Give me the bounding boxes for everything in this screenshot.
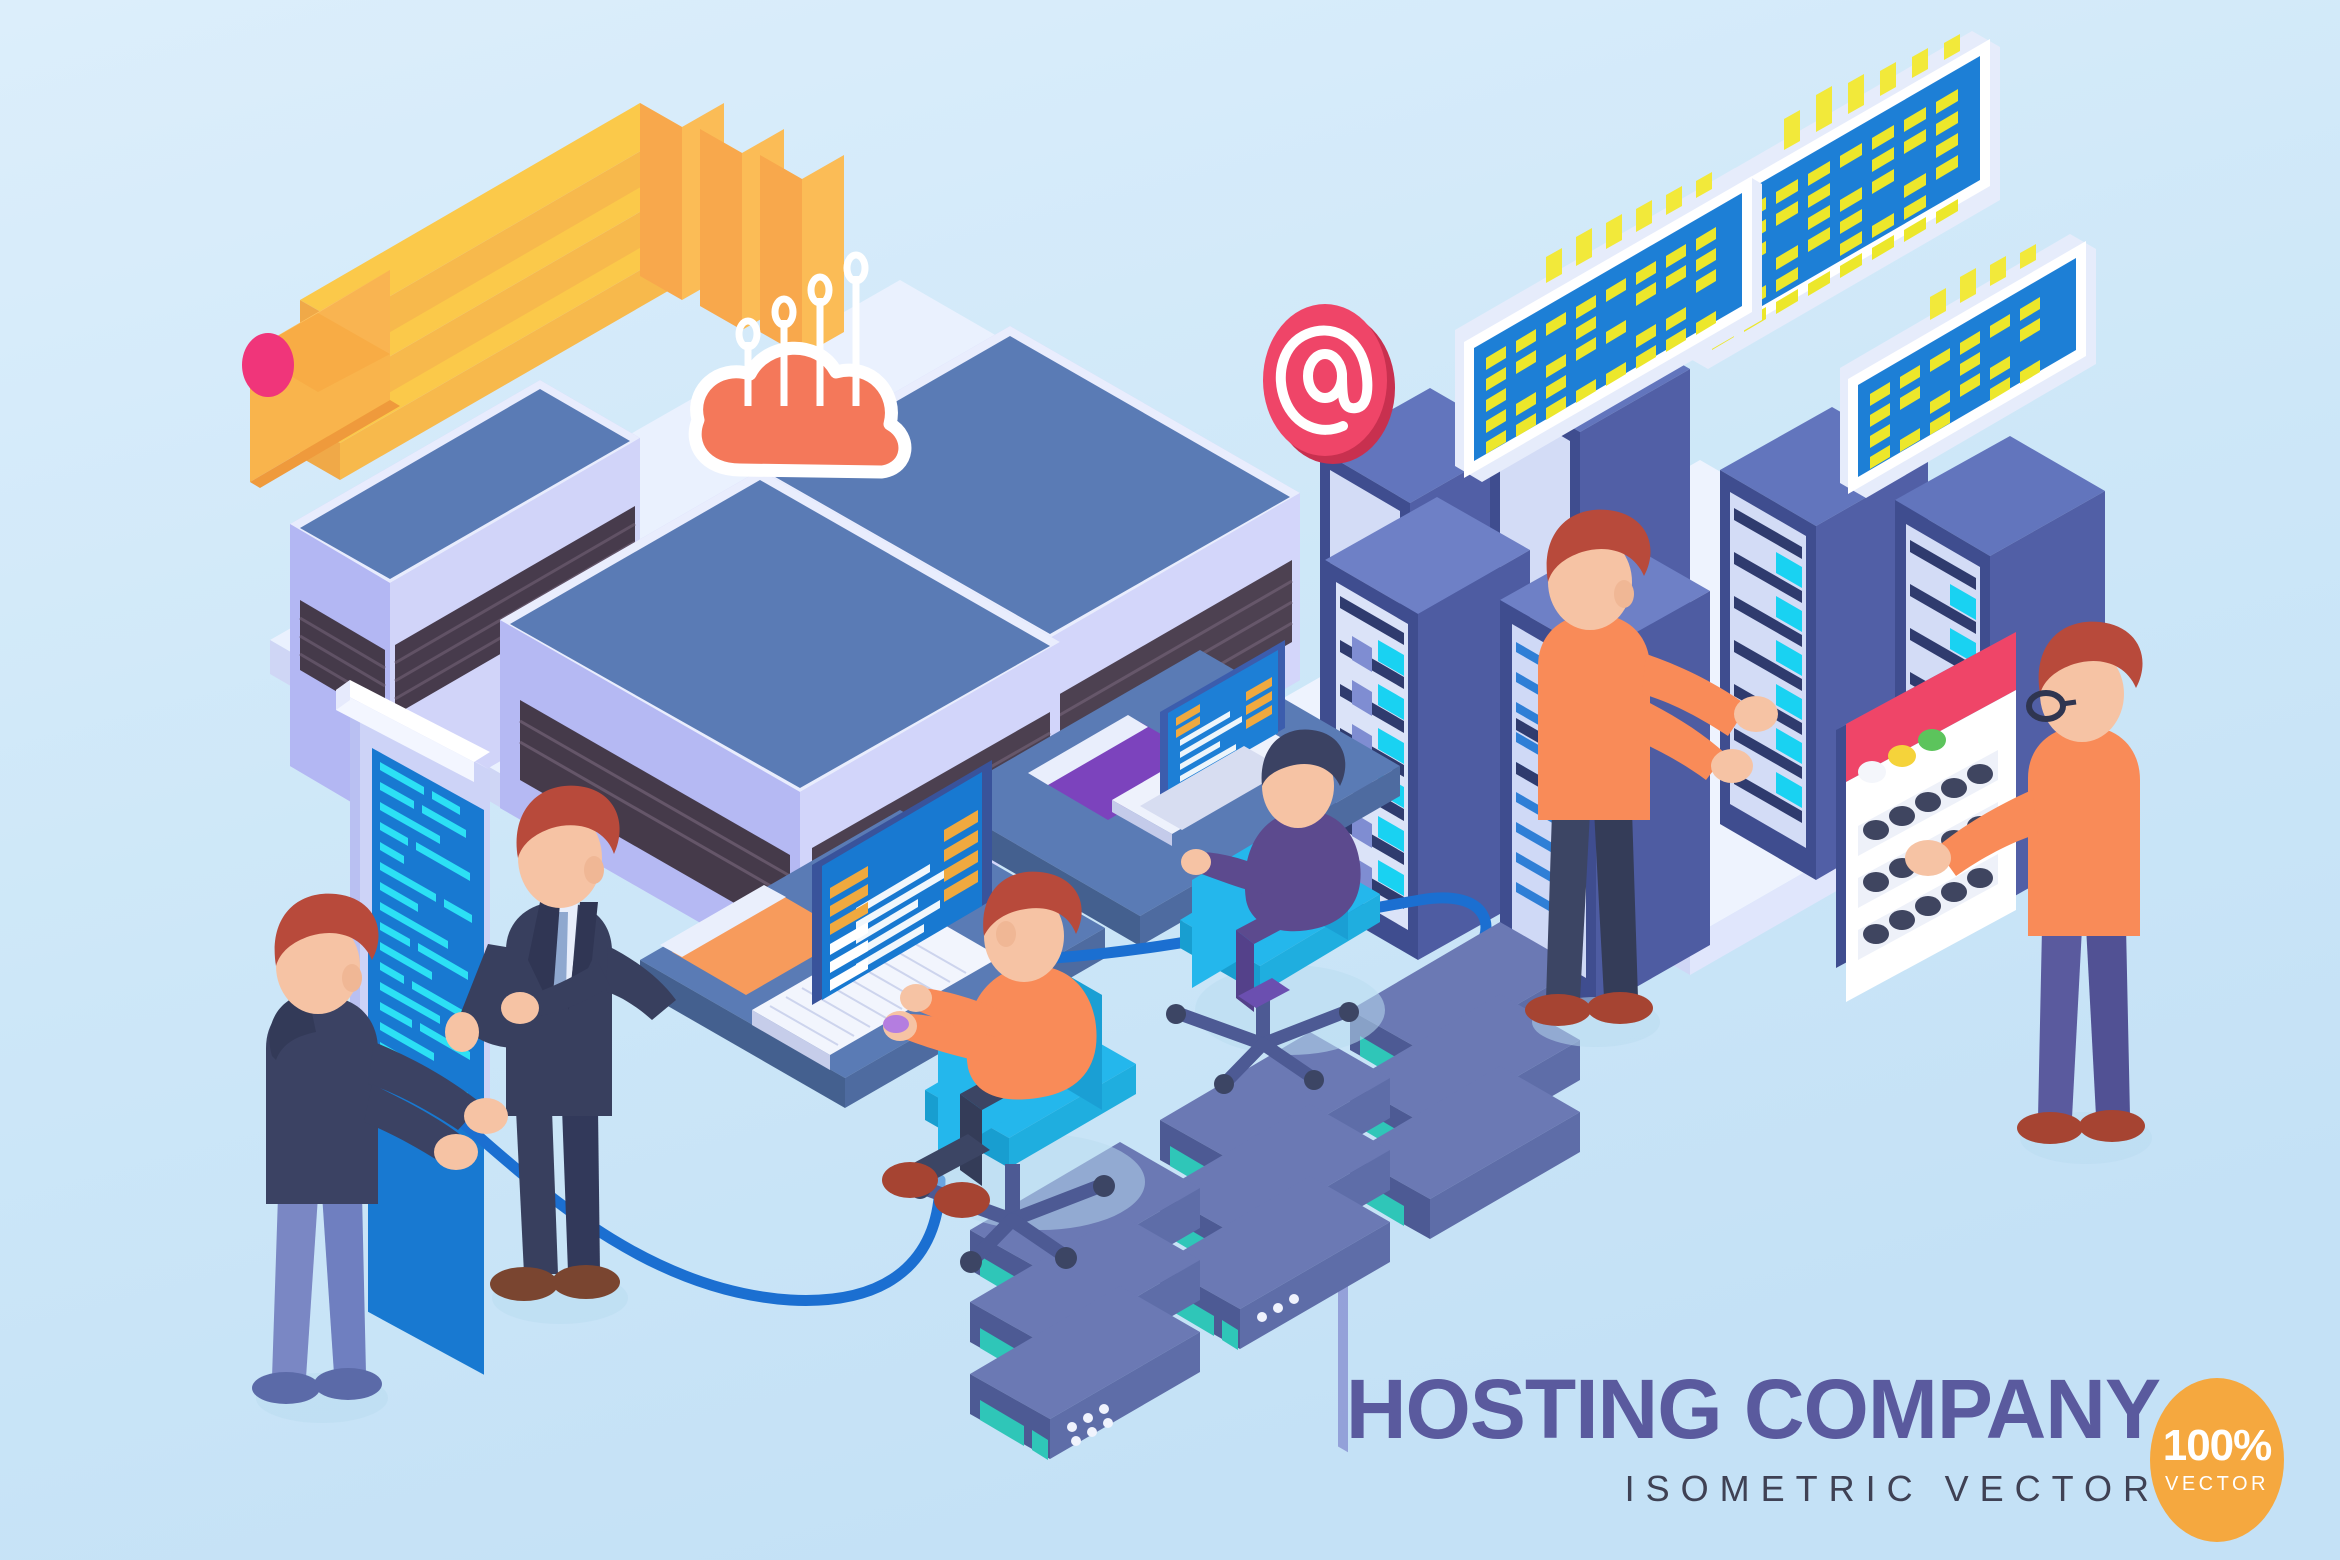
- person-seated-developer-front: [882, 871, 1097, 1218]
- person-technician-racks: [1525, 509, 1778, 1047]
- pixel-data-screens-group: [1455, 31, 2096, 498]
- at-sign-icon: [1263, 304, 1395, 464]
- email-envelope-icon: [242, 270, 400, 488]
- person-businessman-suit: [445, 785, 676, 1324]
- laptop-back: [1112, 640, 1310, 846]
- switch-stack-2: [1160, 1032, 1390, 1350]
- person-worker-left-hoodie: [252, 893, 508, 1423]
- pixel-data-screen-right: [1840, 234, 2096, 498]
- person-seated-developer-back: [1181, 729, 1361, 1012]
- laptop-front: [752, 760, 1000, 1070]
- person-engineer-browser: [1905, 621, 2152, 1164]
- bar-chart-bars-icon: [300, 103, 844, 480]
- cloud-network-icon: [688, 251, 912, 479]
- browser-window-panel[interactable]: [1836, 632, 2016, 1002]
- notification-dot: [242, 333, 294, 397]
- pixel-data-screen-left: [1455, 168, 1762, 482]
- window-traffic-lights: [1858, 729, 1946, 783]
- glasses-icon: [2026, 690, 2077, 722]
